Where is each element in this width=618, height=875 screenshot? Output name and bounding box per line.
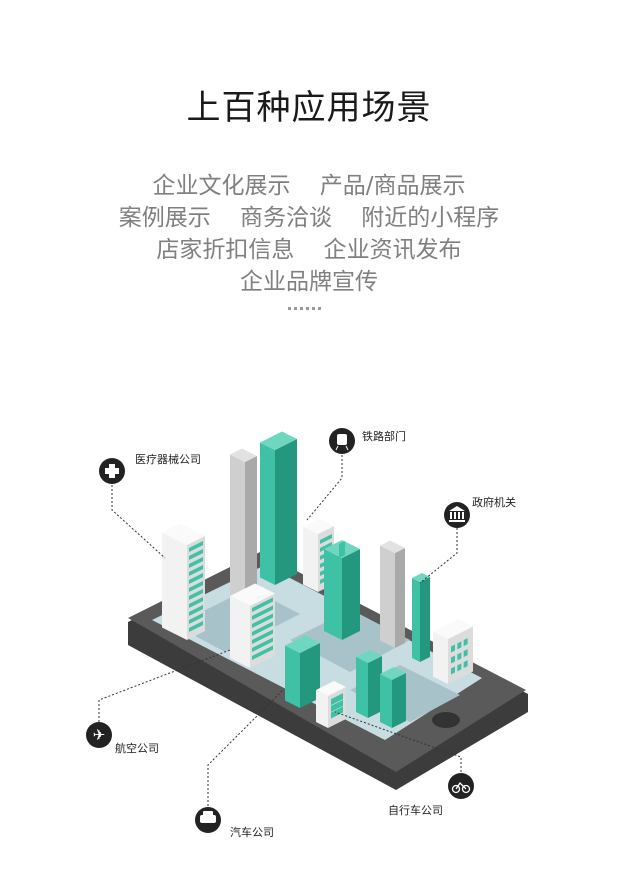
label-government: 政府机关 <box>472 495 516 509</box>
building <box>412 573 430 662</box>
building <box>433 619 473 684</box>
airplane-icon: ✈ <box>86 722 112 748</box>
home-button <box>432 712 460 728</box>
bicycle-icon <box>448 773 474 799</box>
scenario-line-2: 案例展示 商务洽谈 附近的小程序 <box>118 205 500 231</box>
building <box>285 635 320 708</box>
connector-lines <box>98 455 462 806</box>
page-title: 上百种应用场景 <box>186 88 432 128</box>
building <box>356 650 382 718</box>
label-airline: 航空公司 <box>115 741 159 755</box>
medical-icon <box>99 458 125 484</box>
train-icon <box>329 428 355 454</box>
government-building-icon <box>444 502 470 528</box>
car-icon <box>195 807 221 833</box>
building <box>324 540 360 640</box>
building <box>380 540 405 648</box>
scenario-line-1: 企业文化展示 产品/商品展示 <box>152 173 466 199</box>
label-automobile: 汽车公司 <box>230 825 274 839</box>
buildings <box>162 431 473 728</box>
divider-dots <box>288 307 321 310</box>
scenario-line-3: 店家折扣信息 企业资讯发布 <box>156 237 462 263</box>
svg-text:✈: ✈ <box>93 726 106 744</box>
building <box>230 448 257 612</box>
building <box>380 667 406 728</box>
building <box>230 583 275 668</box>
label-bicycle: 自行车公司 <box>388 803 443 817</box>
building <box>162 523 205 640</box>
building <box>316 681 346 728</box>
label-railway: 铁路部门 <box>362 429 406 443</box>
label-medical: 医疗器械公司 <box>135 452 201 466</box>
building <box>260 431 297 585</box>
scenario-line-4: 企业品牌宣传 <box>240 269 378 295</box>
